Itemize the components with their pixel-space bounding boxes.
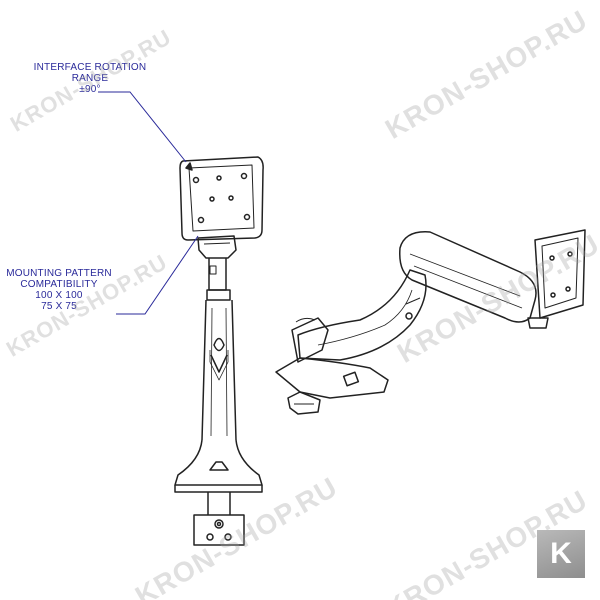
callout-text: COMPATIBILITY — [20, 279, 98, 290]
pole-base — [174, 439, 263, 486]
vesa-hole — [192, 176, 200, 184]
tilt-head — [197, 235, 237, 259]
callout-text: ±90° — [79, 84, 101, 95]
arm-vesa-plate — [534, 229, 586, 319]
pole-chevron — [210, 354, 228, 373]
vesa-hole — [240, 172, 248, 180]
vesa-hole — [565, 286, 571, 292]
upper-arm — [399, 231, 537, 323]
vesa-hole — [209, 196, 215, 202]
arm-base — [291, 317, 329, 363]
callout-text: 100 X 100 — [35, 290, 83, 301]
arm-clamp — [287, 391, 321, 415]
callout-text: RANGE — [71, 73, 109, 84]
vesa-hole — [549, 255, 555, 261]
rotation-leader — [98, 91, 187, 163]
callout-leaders — [98, 91, 199, 315]
articulating-arm-drawing — [275, 229, 586, 415]
vesa-hole — [243, 213, 251, 221]
vesa-hole — [550, 292, 556, 298]
clamp-knob — [206, 533, 214, 541]
lower-arm — [297, 269, 427, 361]
callout-text: 75 X 75 — [41, 301, 77, 312]
main-pole — [201, 299, 237, 441]
callout-text: MOUNTING PATTERN — [6, 268, 112, 279]
mounting-leader — [116, 235, 199, 315]
brand-logo-badge: K — [537, 530, 585, 578]
arm-foot — [275, 357, 389, 399]
desk-clamp — [193, 514, 245, 546]
clamp-knob — [214, 519, 224, 529]
vesa-plate — [179, 156, 264, 241]
vesa-hole — [197, 216, 205, 224]
post-collar — [206, 289, 231, 301]
vesa-hole — [567, 251, 573, 257]
vesa-hole — [228, 195, 234, 201]
vesa-hole — [216, 175, 222, 181]
logo-mark — [209, 461, 229, 471]
pole-mount-drawing — [174, 156, 264, 546]
brand-logo-letter: K — [550, 537, 572, 570]
vesa-knuckle — [527, 317, 549, 329]
callout-text: INTERFACE ROTATION — [33, 62, 147, 73]
vesa-plate-inner — [188, 164, 255, 232]
clamp-knob — [224, 533, 232, 541]
callout-rotation-range: INTERFACE ROTATION RANGE ±90° — [20, 62, 160, 95]
pole-badge — [213, 337, 225, 352]
rotation-arrow — [185, 162, 193, 171]
callout-mounting-pattern: MOUNTING PATTERN COMPATIBILITY 100 X 100… — [0, 268, 118, 312]
cable-clip — [342, 371, 360, 387]
